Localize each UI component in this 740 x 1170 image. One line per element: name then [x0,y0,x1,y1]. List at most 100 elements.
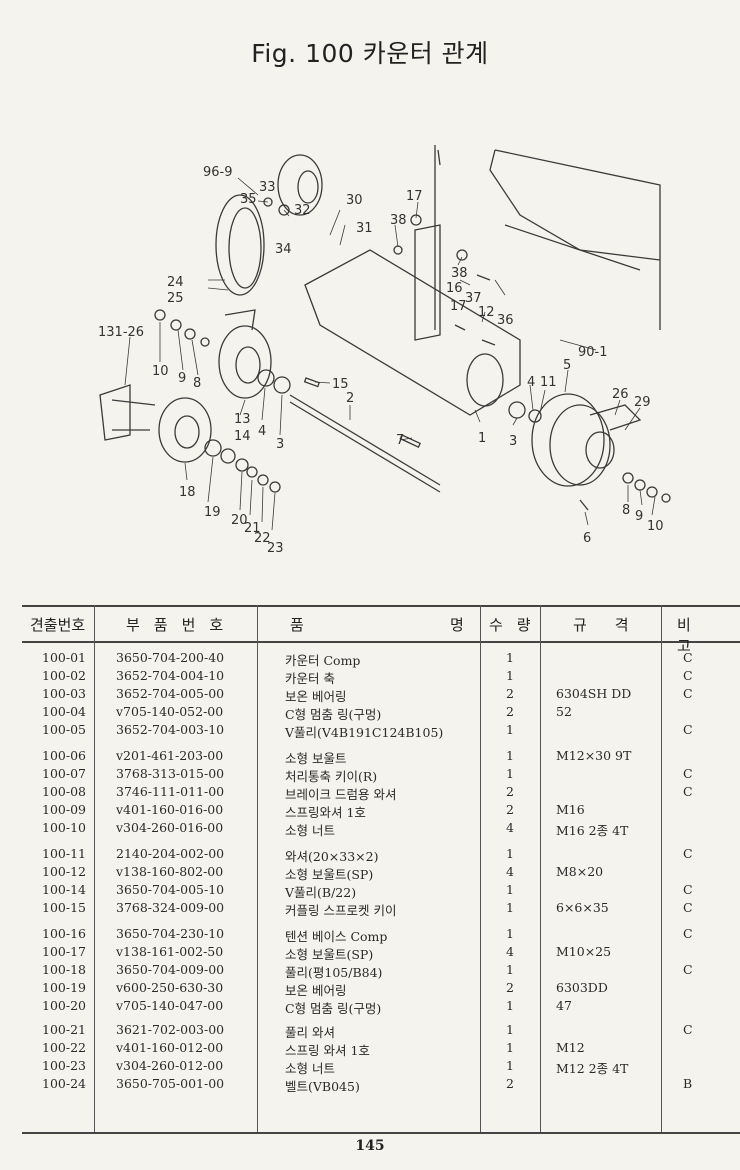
cell-spec: M8×20 [556,864,604,879]
header-spec: 규격 [573,616,657,634]
header-no: 견출번호 [30,616,86,634]
cell-part: v138-160-802-00 [116,864,224,879]
callout-label: 10 [647,519,664,534]
callout-label: 23 [267,541,284,556]
cell-name: 소형 너트 [285,1061,335,1076]
cell-no: 100-17 [42,944,86,959]
cell-no: 100-24 [42,1076,86,1091]
cell-part: 3652-704-005-00 [116,686,225,701]
cell-qty: 1 [506,926,514,941]
counter-body [304,249,521,416]
cell-no: 100-04 [42,704,86,719]
callout-label: 34 [275,242,292,257]
cell-no: 100-03 [42,686,86,701]
cell-name: 보온 베어링 [285,983,347,998]
table-row: 100-11 2140-204-002-00 와셔(20×33×2) 1 C [0,846,740,864]
cell-part: 3650-704-009-00 [116,962,225,977]
cell-name: 소형 보울트 [285,751,347,766]
cell-part: v705-140-052-00 [116,704,224,719]
table-row: 100-18 3650-704-009-00 풀리(평105/B84) 1 C [0,962,740,980]
cell-qty: 2 [506,784,514,799]
table-row: 100-02 3652-704-004-10 카운터 축 1 C [0,668,740,686]
cell-no: 100-21 [42,1022,86,1037]
callout-label: 16 [446,281,463,296]
table-row: 100-14 3650-704-005-10 V풀리(B/22) 1 C [0,882,740,900]
key-7 [399,434,421,448]
callout-label: 4 [258,424,266,439]
tension-bracket [414,224,441,341]
cell-name: 커플링 스프로켓 키이 [285,903,397,918]
callout-label: 2 [346,391,354,406]
cell-part: 3650-704-230-10 [116,926,225,941]
table-row: 100-09 v401-160-016-00 스프링와셔 1호 2 M16 [0,802,740,820]
cell-part: v401-160-016-00 [116,802,224,817]
callout-label: 8 [193,376,201,391]
callout-label: 6 [583,531,591,546]
cell-spec: 6×6×35 [556,900,609,915]
callout-label: 15 [332,377,349,392]
cell-note: C [683,766,693,781]
cell-qty: 1 [506,748,514,763]
cell-no: 100-23 [42,1058,86,1073]
cell-qty: 1 [506,766,514,781]
column-divider [661,605,662,1132]
cell-part: 3650-705-001-00 [116,1076,225,1091]
table-header-rule [22,641,740,643]
header-name-right: 명 [450,616,464,634]
callout-label: 1 [478,431,486,446]
callout-label: 21 [244,521,261,536]
cell-name: 텐션 베이스 Comp [285,929,388,944]
key-15 [303,377,320,388]
callout-label: 35 [240,192,257,207]
callout-label: 3 [276,437,284,452]
page-number: 145 [355,1138,385,1154]
cell-no: 100-01 [42,650,86,665]
table-row: 100-01 3650-704-200-40 카운터 Comp 1 C [0,650,740,668]
cell-qty: 2 [506,802,514,817]
cell-name: 브레이크 드럼용 와셔 [285,787,397,802]
cell-spec: M16 [556,802,585,817]
cell-name: C형 멈춤 링(구멍) [285,707,382,722]
column-divider [480,605,481,1132]
callout-label: 33 [259,180,276,195]
callout-label: 4 [527,375,535,390]
counter-shaft [289,394,441,493]
table-row: 100-06 v201-461-203-00 소형 보울트 1 M12×30 9… [0,748,740,766]
cell-part: v201-461-203-00 [116,748,224,763]
cell-part: v705-140-047-00 [116,998,224,1013]
callout-label: 96-9 [203,165,233,180]
table-row: 100-15 3768-324-009-00 커플링 스프로켓 키이 1 6×6… [0,900,740,918]
table-row: 100-20 v705-140-047-00 C형 멈춤 링(구멍) 1 47 [0,998,740,1016]
bearing-3-right [508,401,526,419]
cell-spec: 47 [556,998,572,1013]
cell-qty: 1 [506,900,514,915]
cell-name: 카운터 Comp [285,653,361,668]
cell-name: V풀리(V4B191C124B105) [285,725,444,740]
callout-label: 25 [167,291,184,306]
cell-spec: M10×25 [556,944,612,959]
cell-no: 100-09 [42,802,86,817]
callout-label: 19 [204,505,221,520]
cell-qty: 1 [506,650,514,665]
callout-label: 29 [634,395,651,410]
callout-label: 12 [478,305,495,320]
cell-part: 3652-704-003-10 [116,722,225,737]
belt-left [215,194,265,296]
callout-label: 22 [254,531,271,546]
cell-qty: 1 [506,722,514,737]
callout-label: 36 [497,313,514,328]
callout-label: 17 [450,299,467,314]
cell-name: 소형 너트 [285,823,335,838]
table-row: 100-10 v304-260-016-00 소형 너트 4 M16 2종 4T [0,820,740,838]
cell-part: 3621-702-003-00 [116,1022,225,1037]
cell-note: C [683,668,693,683]
callout-label: 24 [167,275,184,290]
cell-part: v138-161-002-50 [116,944,224,959]
cell-name: 풀리(평105/B84) [285,965,383,980]
cell-no: 100-05 [42,722,86,737]
cell-no: 100-07 [42,766,86,781]
cell-qty: 1 [506,882,514,897]
table-row: 100-23 v304-260-012-00 소형 너트 1 M12 2종 4T [0,1058,740,1076]
page-title: Fig. 100 카운터 관계 [251,39,489,68]
cell-part: 3768-324-009-00 [116,900,225,915]
